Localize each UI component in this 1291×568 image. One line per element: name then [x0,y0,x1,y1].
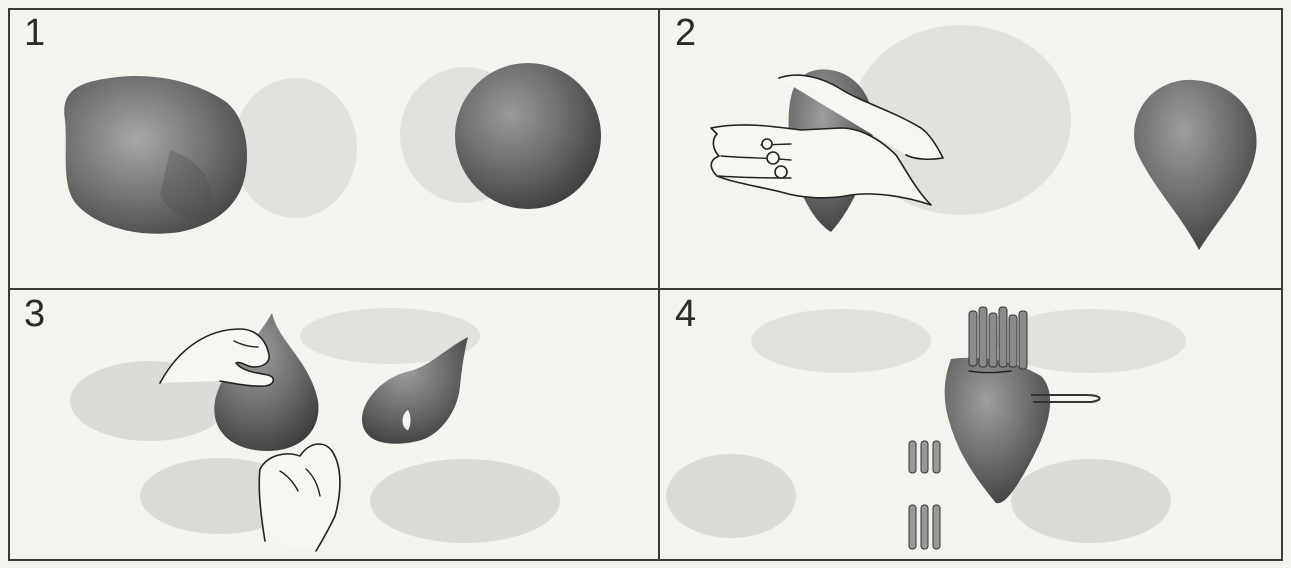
step-4-panel: 4 [661,291,1281,559]
horizontal-divider [8,288,1283,290]
bottom-border [8,559,1283,561]
right-border [1281,8,1283,561]
step-1-illustration [10,10,658,288]
pinching-hand-bottom [259,444,340,551]
teardrop-shape [1134,80,1256,250]
vertical-divider [658,8,660,561]
step-3-illustration [10,291,658,559]
stem-rolls [909,441,940,549]
top-border [8,8,1283,10]
step-4-illustration [661,291,1281,559]
rough-clay-lump [64,76,247,234]
left-border [8,8,10,561]
step-2-illustration [661,10,1281,288]
step-1-panel: 1 [10,10,658,288]
step-2-panel: 2 [661,10,1281,288]
step-3-panel: 3 [10,291,658,559]
smooth-clay-ball [455,63,601,209]
pinching-hand-top [160,329,273,386]
